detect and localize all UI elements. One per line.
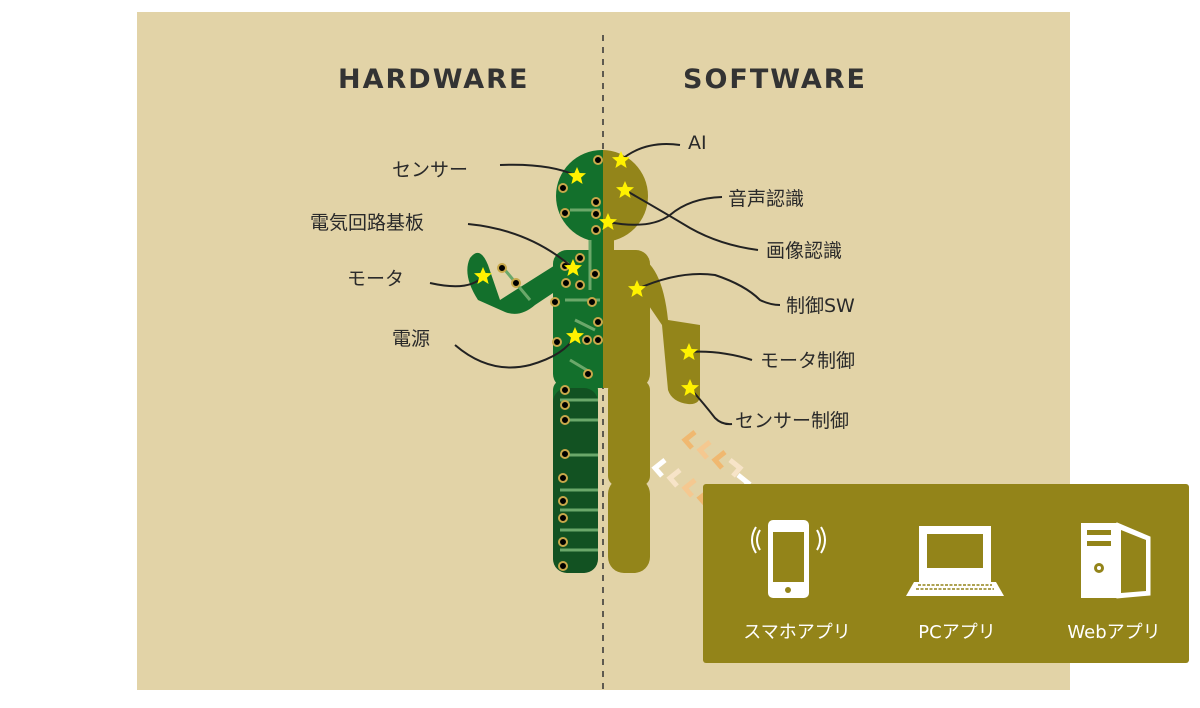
label-control-sw: 制御SW xyxy=(786,295,855,317)
hardware-heading: HARDWARE xyxy=(338,64,530,95)
label-motor: モータ xyxy=(347,268,405,290)
leader-lines xyxy=(429,143,781,426)
label-motor-control: モータ制御 xyxy=(760,350,856,372)
label-circuit-board: 電気回路基板 xyxy=(310,212,425,234)
software-heading: SOFTWARE xyxy=(683,64,867,95)
label-power: 電源 xyxy=(392,328,431,350)
device-label-web: Webアプリ xyxy=(1067,622,1161,643)
smartphone-icon xyxy=(751,520,826,598)
hardware-figure-half xyxy=(467,150,603,573)
device-label-smartphone: スマホアプリ xyxy=(743,622,851,643)
label-sensor: センサー xyxy=(392,159,469,181)
device-label-pc: PCアプリ xyxy=(918,622,996,643)
label-speech-recognition: 音声認識 xyxy=(728,188,805,210)
label-sensor-control: センサー制御 xyxy=(735,410,850,432)
desktop-tower-icon xyxy=(1081,522,1151,599)
laptop-icon xyxy=(906,526,1004,596)
label-ai: AI xyxy=(688,132,707,154)
label-image-recognition: 画像認識 xyxy=(766,240,843,262)
